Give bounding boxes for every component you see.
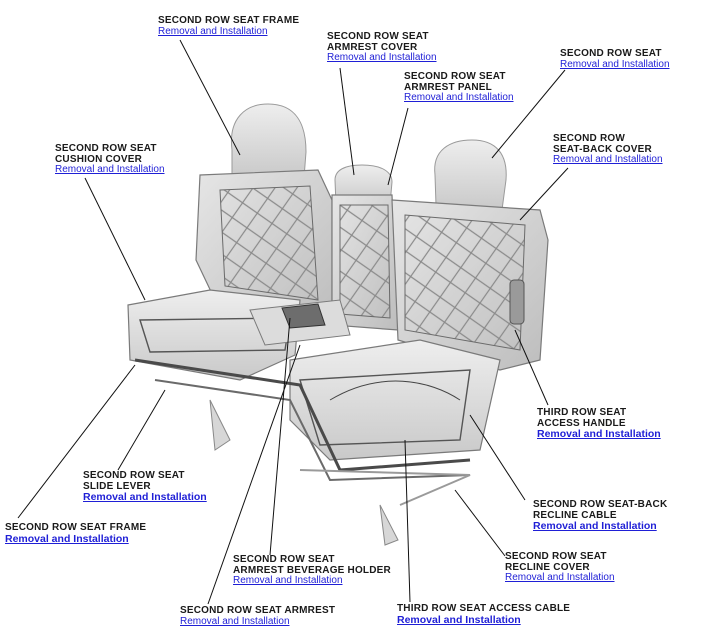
callout-recline-cable: SECOND ROW SEAT-BACK RECLINE CABLE Remov…	[533, 499, 668, 532]
leader-armrest	[207, 344, 301, 605]
armrest-center	[249, 299, 351, 346]
removal-installation-link[interactable]: Removal and Installation	[553, 154, 663, 165]
callout-title-line2: RECLINE COVER	[505, 561, 590, 573]
headrest-left	[230, 103, 307, 179]
callout-title: SECOND ROW SEAT	[560, 48, 662, 59]
callout-seat-frame-bottom: SECOND ROW SEAT FRAME Removal and Instal…	[5, 522, 147, 545]
callout-armrest: SECOND ROW SEAT ARMREST Removal and Inst…	[180, 605, 336, 627]
callout-title: SECOND ROW SEAT FRAME	[158, 15, 300, 26]
removal-installation-link[interactable]: Removal and Installation	[560, 58, 670, 70]
callout-armrest-panel: SECOND ROW SEAT ARMREST PANEL Removal an…	[404, 71, 514, 104]
leader-third-row-access-cable	[404, 439, 411, 603]
callout-title: SECOND ROW SEAT	[233, 554, 335, 565]
leader-third-row-access-handle	[514, 329, 549, 406]
removal-installation-link[interactable]: Removal and Installation	[327, 52, 437, 63]
callout-seat: SECOND ROW SEAT Removal and Installation	[560, 48, 670, 70]
callout-title-line2: ARMREST PANEL	[404, 81, 492, 93]
removal-installation-link[interactable]: Removal and Installation	[180, 615, 290, 627]
callout-recline-cover: SECOND ROW SEAT RECLINE COVER Removal an…	[505, 551, 615, 584]
callout-beverage-holder: SECOND ROW SEAT ARMREST BEVERAGE HOLDER …	[233, 554, 391, 587]
callout-seat-frame-top: SECOND ROW SEAT FRAME Removal and Instal…	[158, 15, 300, 37]
removal-installation-link[interactable]: Removal and Installation	[397, 613, 521, 626]
leader-seat	[491, 69, 566, 159]
callout-title-line2: SLIDE LEVER	[83, 480, 151, 492]
leader-seat-frame-top	[179, 39, 241, 156]
callout-title: SECOND ROW SEAT FRAME	[5, 522, 147, 533]
callout-title: SECOND ROW SEAT	[55, 143, 157, 154]
leader-beverage-holder	[269, 317, 291, 556]
callout-title-line2: SEAT-BACK COVER	[553, 143, 652, 155]
seat-cushion-right	[289, 339, 501, 461]
callout-title-line2: CUSHION COVER	[55, 153, 143, 165]
removal-installation-link[interactable]: Removal and Installation	[233, 575, 343, 586]
callout-title: THIRD ROW SEAT	[537, 407, 627, 418]
callout-title: SECOND ROW SEAT-BACK	[533, 499, 668, 510]
removal-installation-link[interactable]: Removal and Installation	[404, 92, 514, 103]
removal-installation-link[interactable]: Removal and Installation	[537, 428, 661, 440]
callout-title-line2: RECLINE CABLE	[533, 509, 617, 521]
headrest-right	[434, 139, 507, 211]
leader-recline-cable	[469, 414, 526, 501]
removal-installation-link[interactable]: Removal and Installation	[158, 25, 268, 37]
seat-back-left	[195, 169, 333, 326]
callout-title: SECOND ROW SEAT	[327, 31, 429, 42]
callout-title: SECOND ROW SEAT ARMREST	[180, 605, 336, 616]
removal-installation-link[interactable]: Removal and Installation	[533, 520, 657, 532]
leader-lines	[17, 39, 569, 605]
callout-armrest-cover: SECOND ROW SEAT ARMREST COVER Removal an…	[327, 31, 437, 64]
leader-seat-back-cover	[519, 167, 569, 221]
seat-frame-rails	[134, 358, 471, 546]
callout-cushion-cover: SECOND ROW SEAT CUSHION COVER Removal an…	[55, 143, 165, 176]
leader-armrest-panel	[387, 107, 409, 186]
leader-slide-lever	[117, 389, 166, 471]
callout-title: SECOND ROW SEAT	[83, 470, 185, 481]
callout-title: SECOND ROW SEAT	[505, 551, 607, 562]
leader-cushion-cover	[84, 177, 146, 301]
callout-title-line2: ARMREST COVER	[327, 41, 418, 53]
callout-title: SECOND ROW	[553, 133, 625, 144]
seat-back-right	[391, 199, 549, 371]
leader-armrest-cover	[339, 67, 355, 176]
callout-title: SECOND ROW SEAT	[404, 71, 506, 82]
leader-recline-cover	[454, 489, 506, 557]
callout-slide-lever: SECOND ROW SEAT SLIDE LEVER Removal and …	[83, 470, 207, 503]
removal-installation-link[interactable]: Removal and Installation	[5, 532, 129, 545]
callout-title-line2: ARMREST BEVERAGE HOLDER	[233, 564, 391, 576]
callout-title: THIRD ROW SEAT ACCESS CABLE	[397, 603, 571, 614]
callout-seat-back-cover: SECOND ROW SEAT-BACK COVER Removal and I…	[553, 133, 663, 166]
callout-third-row-access-cable: THIRD ROW SEAT ACCESS CABLE Removal and …	[397, 603, 571, 626]
removal-installation-link[interactable]: Removal and Installation	[505, 572, 615, 583]
leader-seat-frame-bottom	[17, 364, 136, 519]
seat-back-center	[331, 194, 399, 331]
callout-title-line2: ACCESS HANDLE	[537, 417, 626, 429]
removal-installation-link[interactable]: Removal and Installation	[55, 164, 165, 175]
callout-third-row-access-handle: THIRD ROW SEAT ACCESS HANDLE Removal and…	[537, 407, 661, 440]
removal-installation-link[interactable]: Removal and Installation	[83, 491, 207, 503]
